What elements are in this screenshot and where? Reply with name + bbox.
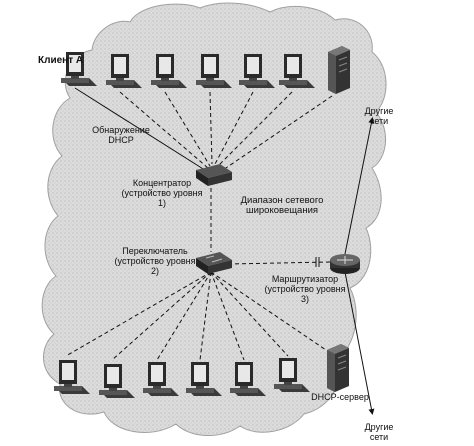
hub-label: Концентратор (устройство уровня 1)	[121, 178, 203, 208]
dhcp-server-icon	[326, 343, 350, 393]
router-links	[344, 117, 375, 415]
hub-icon	[196, 164, 232, 186]
switch-label: Переключатель (устройство уровня 2)	[114, 246, 196, 276]
dhcp-server-label: DHCP-сервер	[311, 392, 369, 402]
client-a-label: Клиент А	[38, 55, 84, 66]
dhcp-discovery-label: Обнаружение DHCP	[92, 125, 150, 145]
router-icon	[330, 254, 360, 274]
switch-icon	[196, 252, 232, 274]
broadcast-range-label: Диапазон сетевого широковещания	[240, 195, 324, 216]
hub-links	[74, 87, 333, 252]
other-networks-bottom-label: Другие сети	[364, 422, 394, 442]
other-networks-top-label: Другие сети	[364, 106, 394, 126]
broadcast-cloud	[41, 2, 387, 437]
router-label: Маршрутизатор (устройство уровня 3)	[264, 274, 346, 304]
switch-links	[65, 261, 331, 361]
server-icon	[327, 45, 351, 95]
router-link-break	[315, 257, 320, 267]
